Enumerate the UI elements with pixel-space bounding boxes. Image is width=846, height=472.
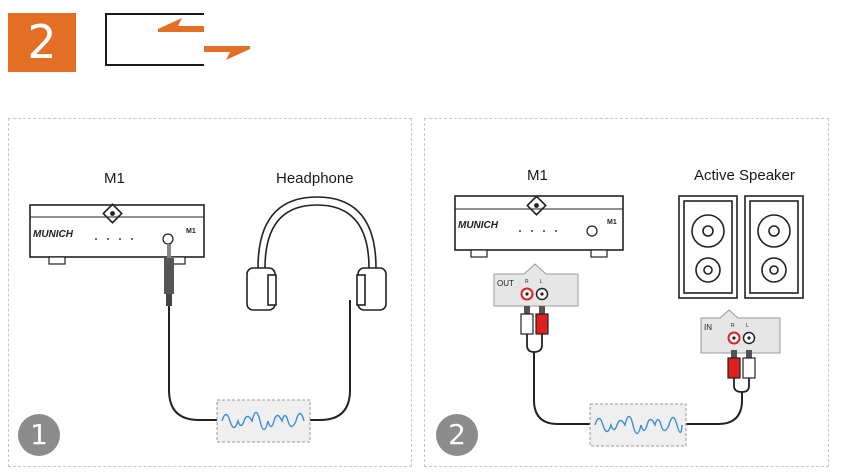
in-l-label: L: [746, 323, 749, 329]
in-label: IN: [704, 323, 712, 332]
rca-plugs-output: [520, 306, 549, 335]
brand-text: MUNICH: [33, 229, 74, 240]
step-number-badge: 2: [8, 13, 76, 72]
signal-wave-panel1: [216, 399, 311, 443]
device-logo-icon: [102, 203, 123, 224]
option-1-badge: 1: [18, 414, 60, 456]
signal-wave-panel2: [589, 403, 687, 447]
m1-device-panel1: MUNICH M1: [29, 203, 205, 265]
out-l-label: L: [540, 279, 543, 285]
active-speaker-left: [678, 195, 738, 299]
brand-text: MUNICH: [458, 220, 499, 231]
active-speaker-label: Active Speaker: [694, 167, 795, 184]
model-tag: M1: [186, 228, 196, 235]
option-2-badge: 2: [436, 414, 478, 456]
rca-in-callout: IN R L: [700, 309, 781, 354]
headphone-connection-panel: [8, 118, 412, 467]
headphone-icon: [246, 196, 387, 311]
panel1-device-label: M1: [104, 170, 125, 187]
out-label: OUT: [497, 279, 514, 288]
speaker-connection-panel: [424, 118, 829, 467]
rca-out-callout: OUT R L: [493, 263, 579, 307]
in-r-label: R: [731, 323, 735, 329]
audio-jack-plug: [164, 244, 174, 306]
model-tag: M1: [607, 219, 617, 226]
swap-arrows-icon: [105, 13, 250, 66]
device-logo-icon: [526, 195, 547, 216]
rca-plugs-input: [727, 350, 756, 379]
headphone-label: Headphone: [276, 170, 354, 187]
m1-device-panel2: MUNICH M1: [454, 195, 624, 258]
out-r-label: R: [525, 279, 529, 285]
panel2-device-label: M1: [527, 167, 548, 184]
active-speaker-right: [744, 195, 804, 299]
